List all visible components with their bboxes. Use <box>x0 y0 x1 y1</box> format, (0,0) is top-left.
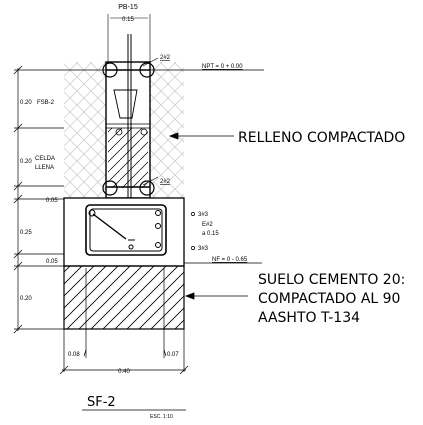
bar-top-label: 2#2 <box>160 55 171 61</box>
reinf-label-4: 3#3 <box>198 246 209 252</box>
dim-020-c: 0.20 <box>20 296 32 302</box>
callout-leaders <box>168 132 248 300</box>
reinf-label-3: a 0.15 <box>202 231 219 237</box>
bar-bottom-label: 2#2 <box>160 179 171 185</box>
dim-005-a: 0.05 <box>46 198 58 204</box>
npt-level-label: NPT = 0 + 0.00 <box>202 64 243 70</box>
reinf-label-1: 3#3 <box>198 212 209 218</box>
dim-007: 0.07 <box>167 352 179 358</box>
reinf-bullet-1 <box>191 212 195 216</box>
column-width-label: 0.15 <box>122 17 134 23</box>
suelo-callout-1: SUELO CEMENTO 20: <box>258 272 405 288</box>
suelo-callout-3: AASHTO T-134 <box>258 310 360 326</box>
nf-level-label: NF = 0 - 0.65 <box>212 257 248 263</box>
celda-label-2: LLENA <box>35 165 54 171</box>
level-lines <box>142 57 264 264</box>
detail-scale: ESC. 1:10 <box>150 414 173 420</box>
dim-025: 0.25 <box>20 230 32 236</box>
bottom-dimension-chain <box>59 268 189 375</box>
soil-cement-base <box>63 265 185 330</box>
fsb-label: FSB-2 <box>37 100 55 106</box>
suelo-callout-2: COMPACTADO AL 90 <box>258 291 400 307</box>
celda-label-1: CELDA <box>35 156 55 162</box>
reinf-label-2: E#2 <box>202 222 213 228</box>
column-id-label: PB-15 <box>118 4 138 11</box>
column-ties <box>102 62 155 196</box>
dim-005-b: 0.05 <box>46 259 58 265</box>
dim-008: 0.08 <box>68 352 80 358</box>
left-dimension-chain <box>13 65 106 334</box>
footing <box>63 197 185 267</box>
dim-020-a: 0.20 <box>20 100 32 106</box>
reinf-bullet-2 <box>191 246 195 250</box>
dim-020-b: 0.20 <box>20 159 32 165</box>
dim-040: 0.40 <box>118 369 130 375</box>
detail-title: SF-2 <box>87 395 116 410</box>
relleno-callout: RELLENO COMPACTADO <box>238 130 405 146</box>
column <box>105 14 151 242</box>
